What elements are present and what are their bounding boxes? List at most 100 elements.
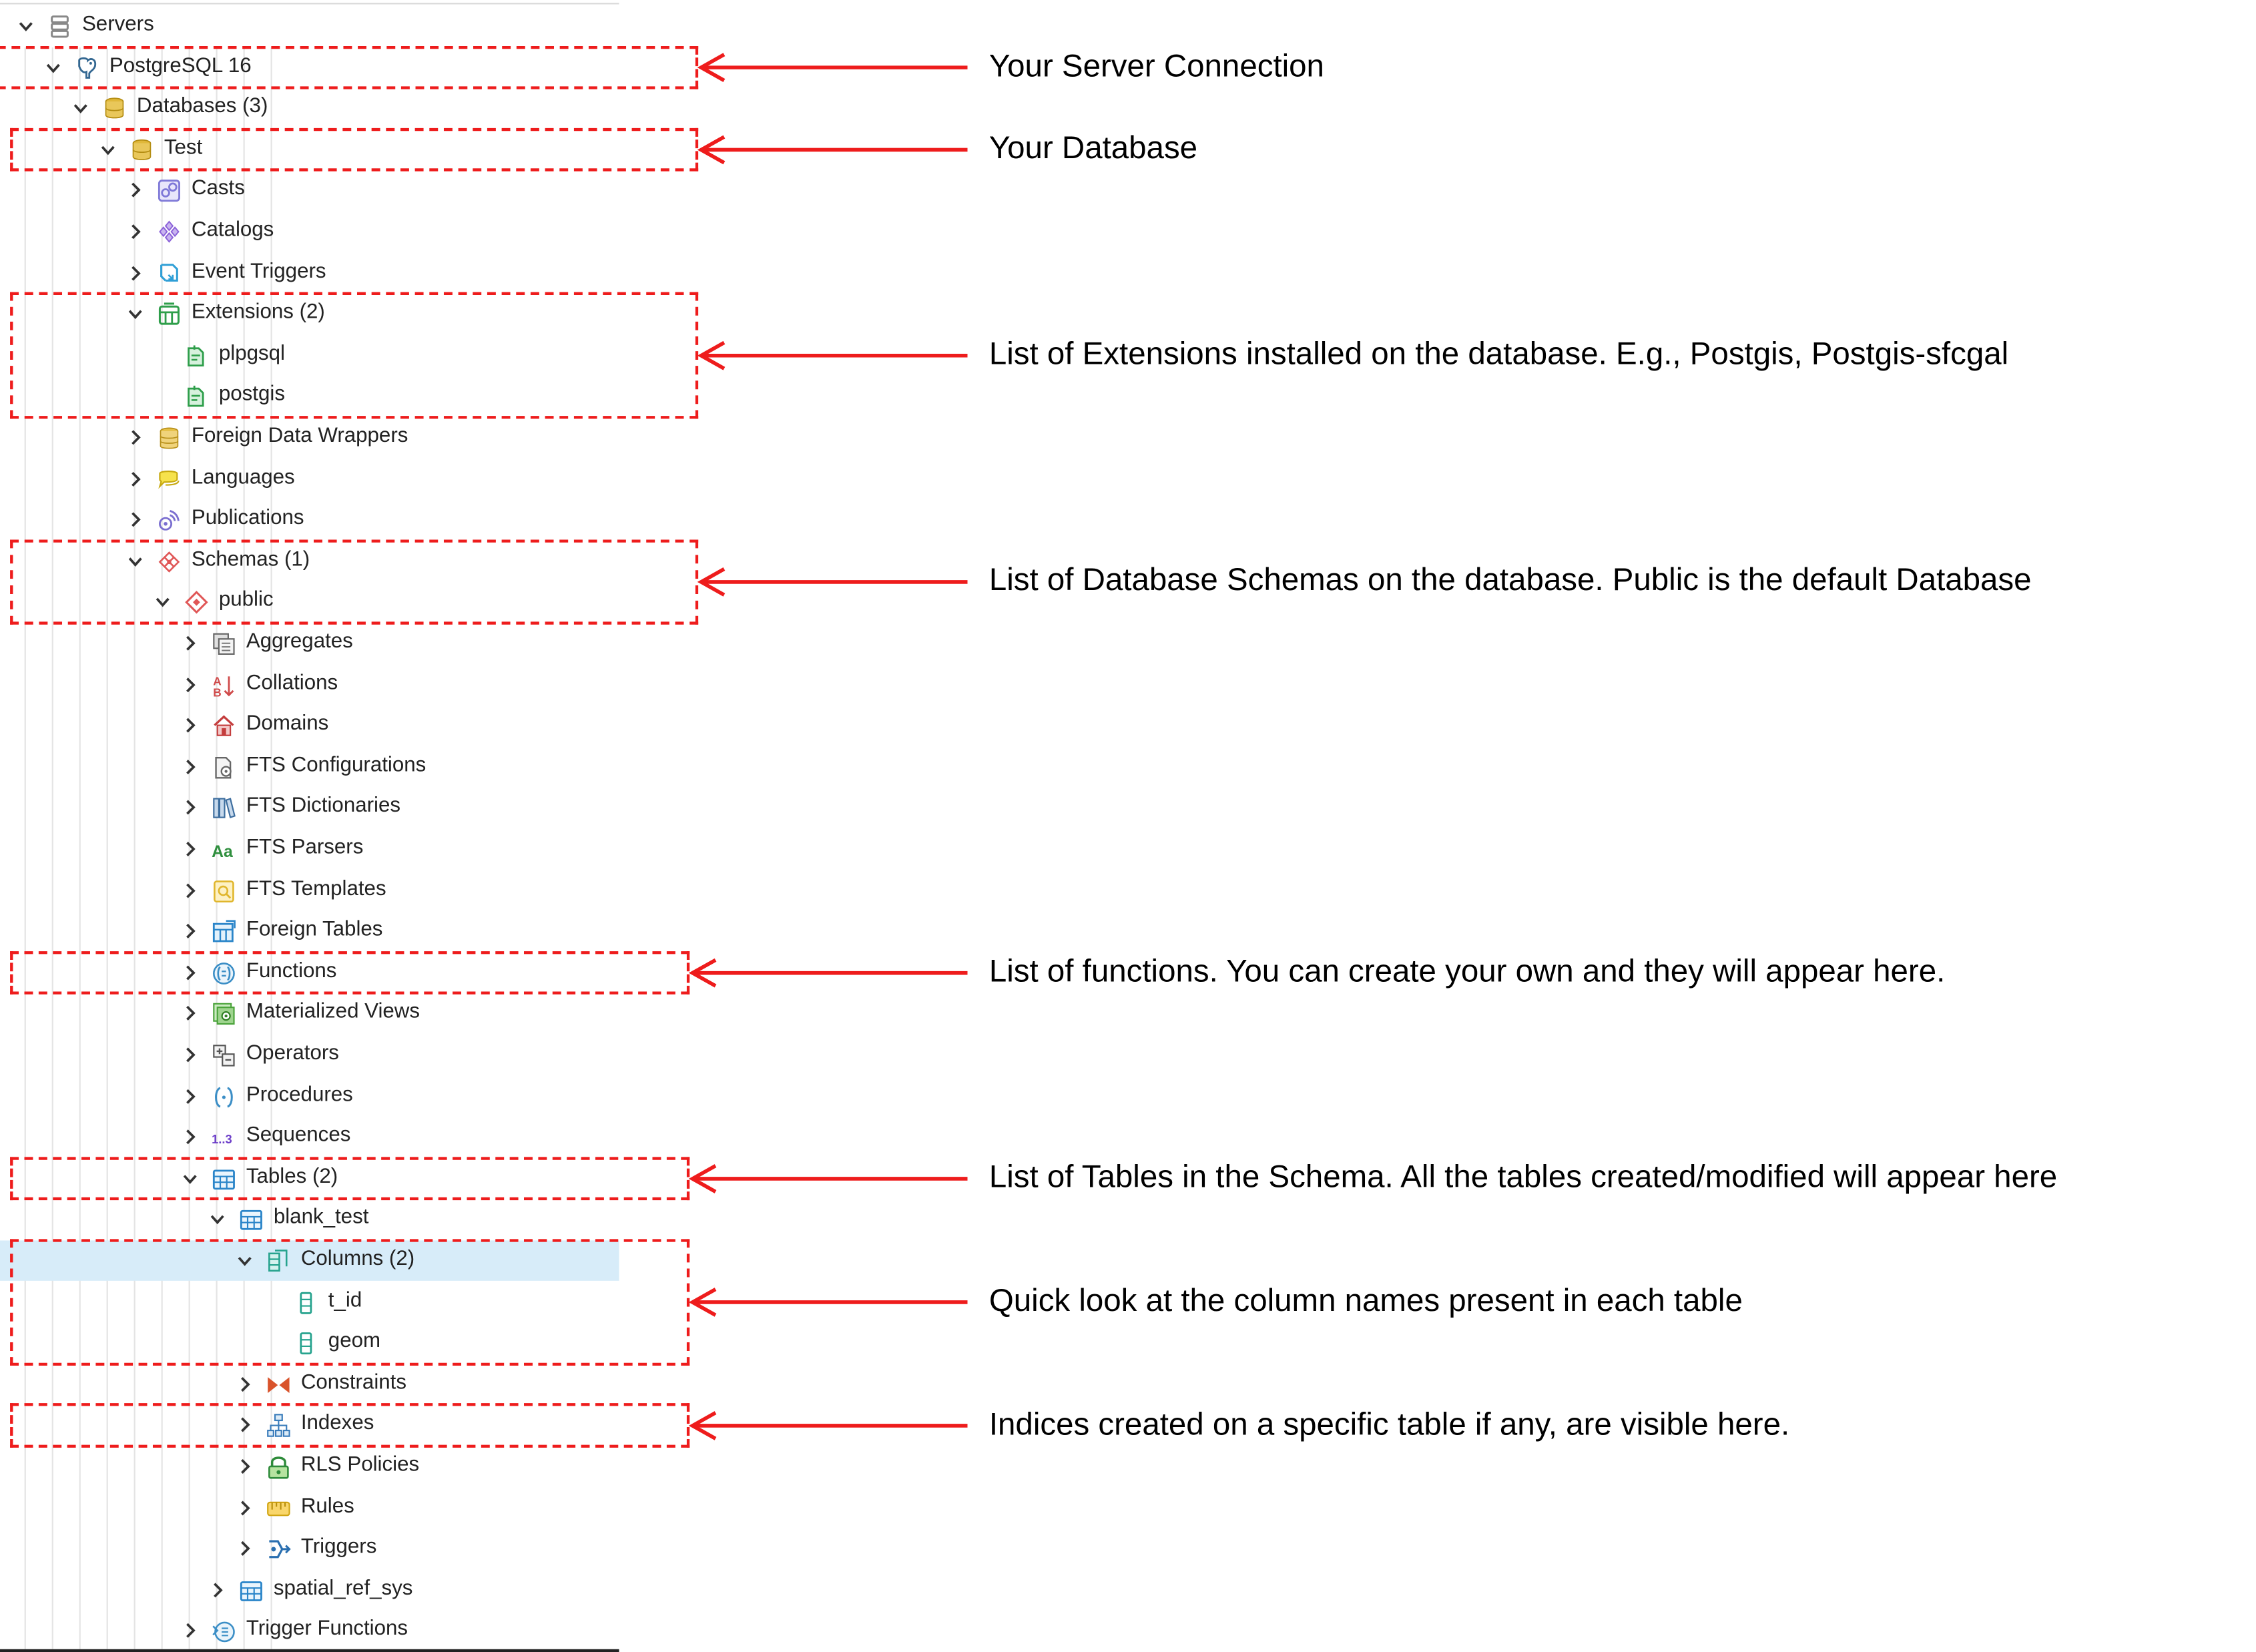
tree-node-schemas[interactable]: Schemas (1) (0, 541, 619, 581)
chevron-right-icon[interactable] (182, 878, 199, 901)
chevron-right-icon[interactable] (182, 1043, 199, 1066)
chevron-right-icon[interactable] (127, 179, 144, 202)
operators-icon (212, 1043, 236, 1068)
chevron-down-icon[interactable] (72, 97, 89, 119)
tree-node-label: Columns (2) (300, 1248, 415, 1271)
tree-node-label: Languages (191, 465, 295, 489)
chevron-right-icon[interactable] (182, 631, 199, 654)
annotation-text-columns: Quick look at the column names present i… (989, 1282, 1743, 1318)
chevron-down-icon[interactable] (127, 302, 144, 325)
tree-node-test[interactable]: Test (0, 129, 619, 170)
tree-node-triggers[interactable]: Triggers (0, 1529, 619, 1569)
tree-node-databases[interactable]: Databases (3) (0, 88, 619, 128)
tree-node-postgresql-16[interactable]: PostgreSQL 16 (0, 47, 619, 87)
chevron-right-icon[interactable] (127, 508, 144, 531)
tree-node-label: Operators (246, 1041, 339, 1065)
tree-node-indexes[interactable]: Indexes (0, 1405, 619, 1445)
tree-node-geom[interactable]: geom (0, 1323, 619, 1363)
tree-node-trigger-functions[interactable]: Trigger Functions (0, 1611, 619, 1651)
annotation-text-database: Your Database (989, 129, 1198, 166)
chevron-right-icon[interactable] (182, 1125, 199, 1148)
fts-templates-icon (212, 878, 236, 903)
tree-node-blank-test[interactable]: blank_test (0, 1199, 619, 1240)
tree-node-catalogs[interactable]: Catalogs (0, 212, 619, 252)
tree-node-public[interactable]: public (0, 582, 619, 622)
tree-node-label: Sequences (246, 1124, 351, 1147)
chevron-right-icon[interactable] (182, 673, 199, 696)
tree-node-tables[interactable]: Tables (2) (0, 1158, 619, 1198)
chevron-right-icon[interactable] (236, 1414, 254, 1436)
chevron-right-icon[interactable] (182, 1619, 199, 1642)
chevron-down-icon[interactable] (17, 15, 35, 37)
tree-node-foreign-tables[interactable]: Foreign Tables (0, 911, 619, 951)
languages-icon (157, 467, 182, 492)
publications-icon (157, 508, 182, 533)
tree-node-rls-policies[interactable]: RLS Policies (0, 1446, 619, 1486)
chevron-right-icon[interactable] (127, 220, 144, 243)
tree-node-t-id[interactable]: t_id (0, 1282, 619, 1322)
chevron-right-icon[interactable] (182, 714, 199, 737)
tree-node-label: Procedures (246, 1083, 353, 1107)
tree-node-fts-templates[interactable]: FTS Templates (0, 870, 619, 910)
tree-node-publications[interactable]: Publications (0, 500, 619, 540)
highlight-box-database (10, 127, 699, 172)
tree-node-foreign-data-wrappers[interactable]: Foreign Data Wrappers (0, 417, 619, 457)
chevron-down-icon[interactable] (236, 1249, 254, 1272)
svg-text:A: A (213, 673, 221, 687)
tree-node-operators[interactable]: Operators (0, 1035, 619, 1075)
chevron-down-icon[interactable] (209, 1208, 226, 1231)
tree-node-constraints[interactable]: Constraints (0, 1364, 619, 1404)
tree-node-fts-configurations[interactable]: FTS Configurations (0, 747, 619, 787)
arrowhead-icon (688, 1411, 717, 1440)
foreign-data-wrappers-icon (157, 426, 182, 451)
chevron-down-icon[interactable] (182, 1167, 199, 1189)
tree-node-languages[interactable]: Languages (0, 459, 619, 499)
chevron-down-icon[interactable] (154, 591, 172, 613)
chevron-right-icon[interactable] (236, 1455, 254, 1478)
chevron-right-icon[interactable] (236, 1496, 254, 1519)
chevron-down-icon[interactable] (127, 549, 144, 572)
tree-node-casts[interactable]: Casts (0, 170, 619, 210)
tree-node-functions[interactable]: Functions (0, 952, 619, 993)
tree-node-postgis[interactable]: postgis (0, 376, 619, 417)
chevron-down-icon[interactable] (45, 55, 62, 78)
database-icon (129, 138, 154, 163)
chevron-right-icon[interactable] (182, 755, 199, 778)
tree-node-event-triggers[interactable]: Event Triggers (0, 253, 619, 293)
chevron-right-icon[interactable] (127, 262, 144, 284)
tree-node-label: FTS Parsers (246, 836, 364, 860)
chevron-right-icon[interactable] (236, 1537, 254, 1560)
tree-node-servers[interactable]: Servers (0, 6, 619, 46)
tree-node-spatial-ref-sys[interactable]: spatial_ref_sys (0, 1570, 619, 1610)
highlight-box-server-connection (0, 45, 699, 90)
tree-node-columns[interactable]: Columns (2) (0, 1240, 619, 1281)
tree-node-aggregates[interactable]: Aggregates (0, 623, 619, 663)
chevron-right-icon[interactable] (182, 838, 199, 860)
chevron-right-icon[interactable] (127, 467, 144, 490)
tree-node-label: FTS Templates (246, 877, 386, 900)
schema-icon (184, 591, 209, 615)
tree-node-plpgsql[interactable]: plpgsql (0, 335, 619, 375)
chevron-right-icon[interactable] (182, 920, 199, 942)
chevron-right-icon[interactable] (209, 1579, 226, 1601)
chevron-right-icon[interactable] (182, 1085, 199, 1107)
tree-node-materialized-views[interactable]: Materialized Views (0, 993, 619, 1033)
tree-node-extensions[interactable]: Extensions (2) (0, 294, 619, 334)
indent-guide-line (51, 47, 53, 1649)
tree-node-rules[interactable]: Rules (0, 1487, 619, 1527)
chevron-down-icon[interactable] (99, 138, 117, 161)
chevron-right-icon[interactable] (182, 796, 199, 819)
tree-node-fts-dictionaries[interactable]: FTS Dictionaries (0, 788, 619, 828)
chevron-right-icon[interactable] (236, 1372, 254, 1395)
chevron-right-icon[interactable] (182, 1002, 199, 1025)
chevron-right-icon[interactable] (182, 961, 199, 984)
tree-node-domains[interactable]: Domains (0, 706, 619, 746)
tree-node-label: Publications (191, 507, 304, 530)
chevron-right-icon[interactable] (127, 426, 144, 449)
tree-node-procedures[interactable]: Procedures (0, 1076, 619, 1116)
